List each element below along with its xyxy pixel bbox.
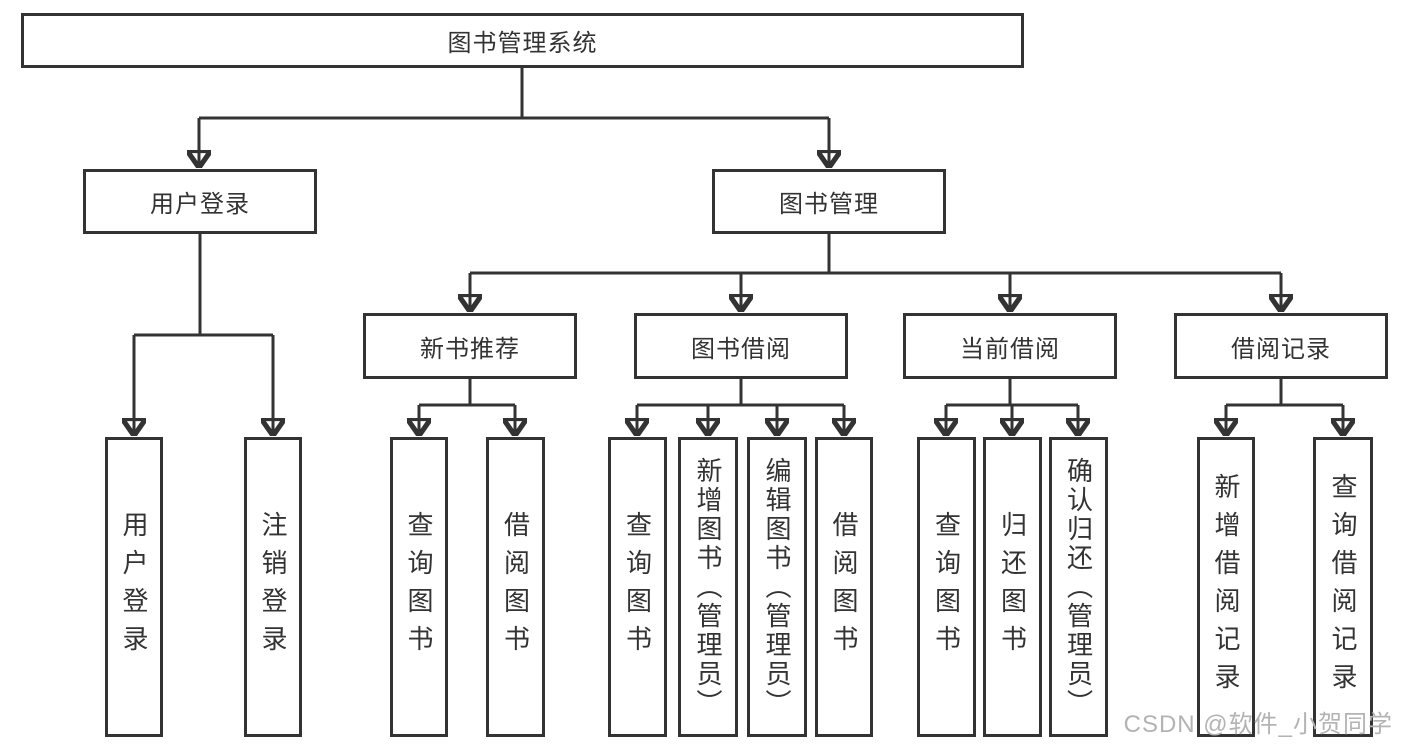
node-user-login: 用户登录: [83, 169, 317, 234]
leaf-query-borrow-record: 查询借阅记录: [1313, 437, 1373, 737]
node-new-book-recommend-label: 新书推荐: [420, 335, 520, 363]
leaf-user-login: 用户登录: [105, 437, 163, 737]
leaf-edit-book-admin-label: 编辑图书（管理员）: [762, 456, 792, 718]
leaf-return-book: 归还图书: [983, 437, 1042, 737]
csdn-watermark: CSDN @软件_小贺同学: [1123, 711, 1393, 738]
leaf-add-book-admin-label: 新增图书（管理员）: [693, 456, 723, 718]
leaf-confirm-return-admin-label: 确认归还（管理员）: [1063, 456, 1094, 718]
node-new-book-recommend: 新书推荐: [363, 313, 577, 379]
node-borrow-record: 借阅记录: [1174, 313, 1388, 379]
leaf-current-query-book: 查询图书: [917, 437, 976, 737]
node-book-management: 图书管理: [712, 169, 946, 234]
node-book-borrow-label: 图书借阅: [691, 335, 791, 363]
node-library-system: 图书管理系统: [21, 13, 1024, 68]
leaf-borrow-query-book: 查询图书: [608, 437, 667, 737]
node-book-borrow: 图书借阅: [634, 313, 848, 379]
node-book-management-label: 图书管理: [779, 191, 879, 218]
leaf-newbook-query-book: 查询图书: [390, 437, 448, 737]
leaf-user-login-label: 用户登录: [119, 511, 149, 663]
leaf-add-borrow-record: 新增借阅记录: [1197, 437, 1255, 737]
leaf-return-book-label: 归还图书: [997, 511, 1028, 663]
leaf-borrow-borrow-book-label: 借阅图书: [829, 511, 859, 663]
leaf-confirm-return-admin: 确认归还（管理员）: [1049, 437, 1108, 737]
node-library-system-label: 图书管理系统: [447, 30, 598, 57]
leaf-current-query-book-label: 查询图书: [931, 511, 962, 663]
leaf-borrow-borrow-book: 借阅图书: [815, 437, 873, 737]
leaf-logout: 注销登录: [244, 437, 302, 737]
node-current-borrow-label: 当前借阅: [960, 335, 1060, 363]
node-user-login-label: 用户登录: [150, 191, 250, 218]
node-borrow-record-label: 借阅记录: [1231, 335, 1331, 363]
leaf-edit-book-admin: 编辑图书（管理员）: [747, 437, 807, 737]
leaf-newbook-query-book-label: 查询图书: [404, 511, 434, 663]
leaf-query-borrow-record-label: 查询借阅记录: [1328, 473, 1358, 701]
leaf-borrow-query-book-label: 查询图书: [622, 511, 653, 663]
leaf-newbook-borrow-book: 借阅图书: [486, 437, 545, 737]
leaf-add-borrow-record-label: 新增借阅记录: [1211, 473, 1241, 701]
leaf-newbook-borrow-book-label: 借阅图书: [500, 511, 531, 663]
leaf-logout-label: 注销登录: [258, 511, 288, 663]
node-current-borrow: 当前借阅: [903, 313, 1117, 379]
leaf-add-book-admin: 新增图书（管理员）: [678, 437, 738, 737]
